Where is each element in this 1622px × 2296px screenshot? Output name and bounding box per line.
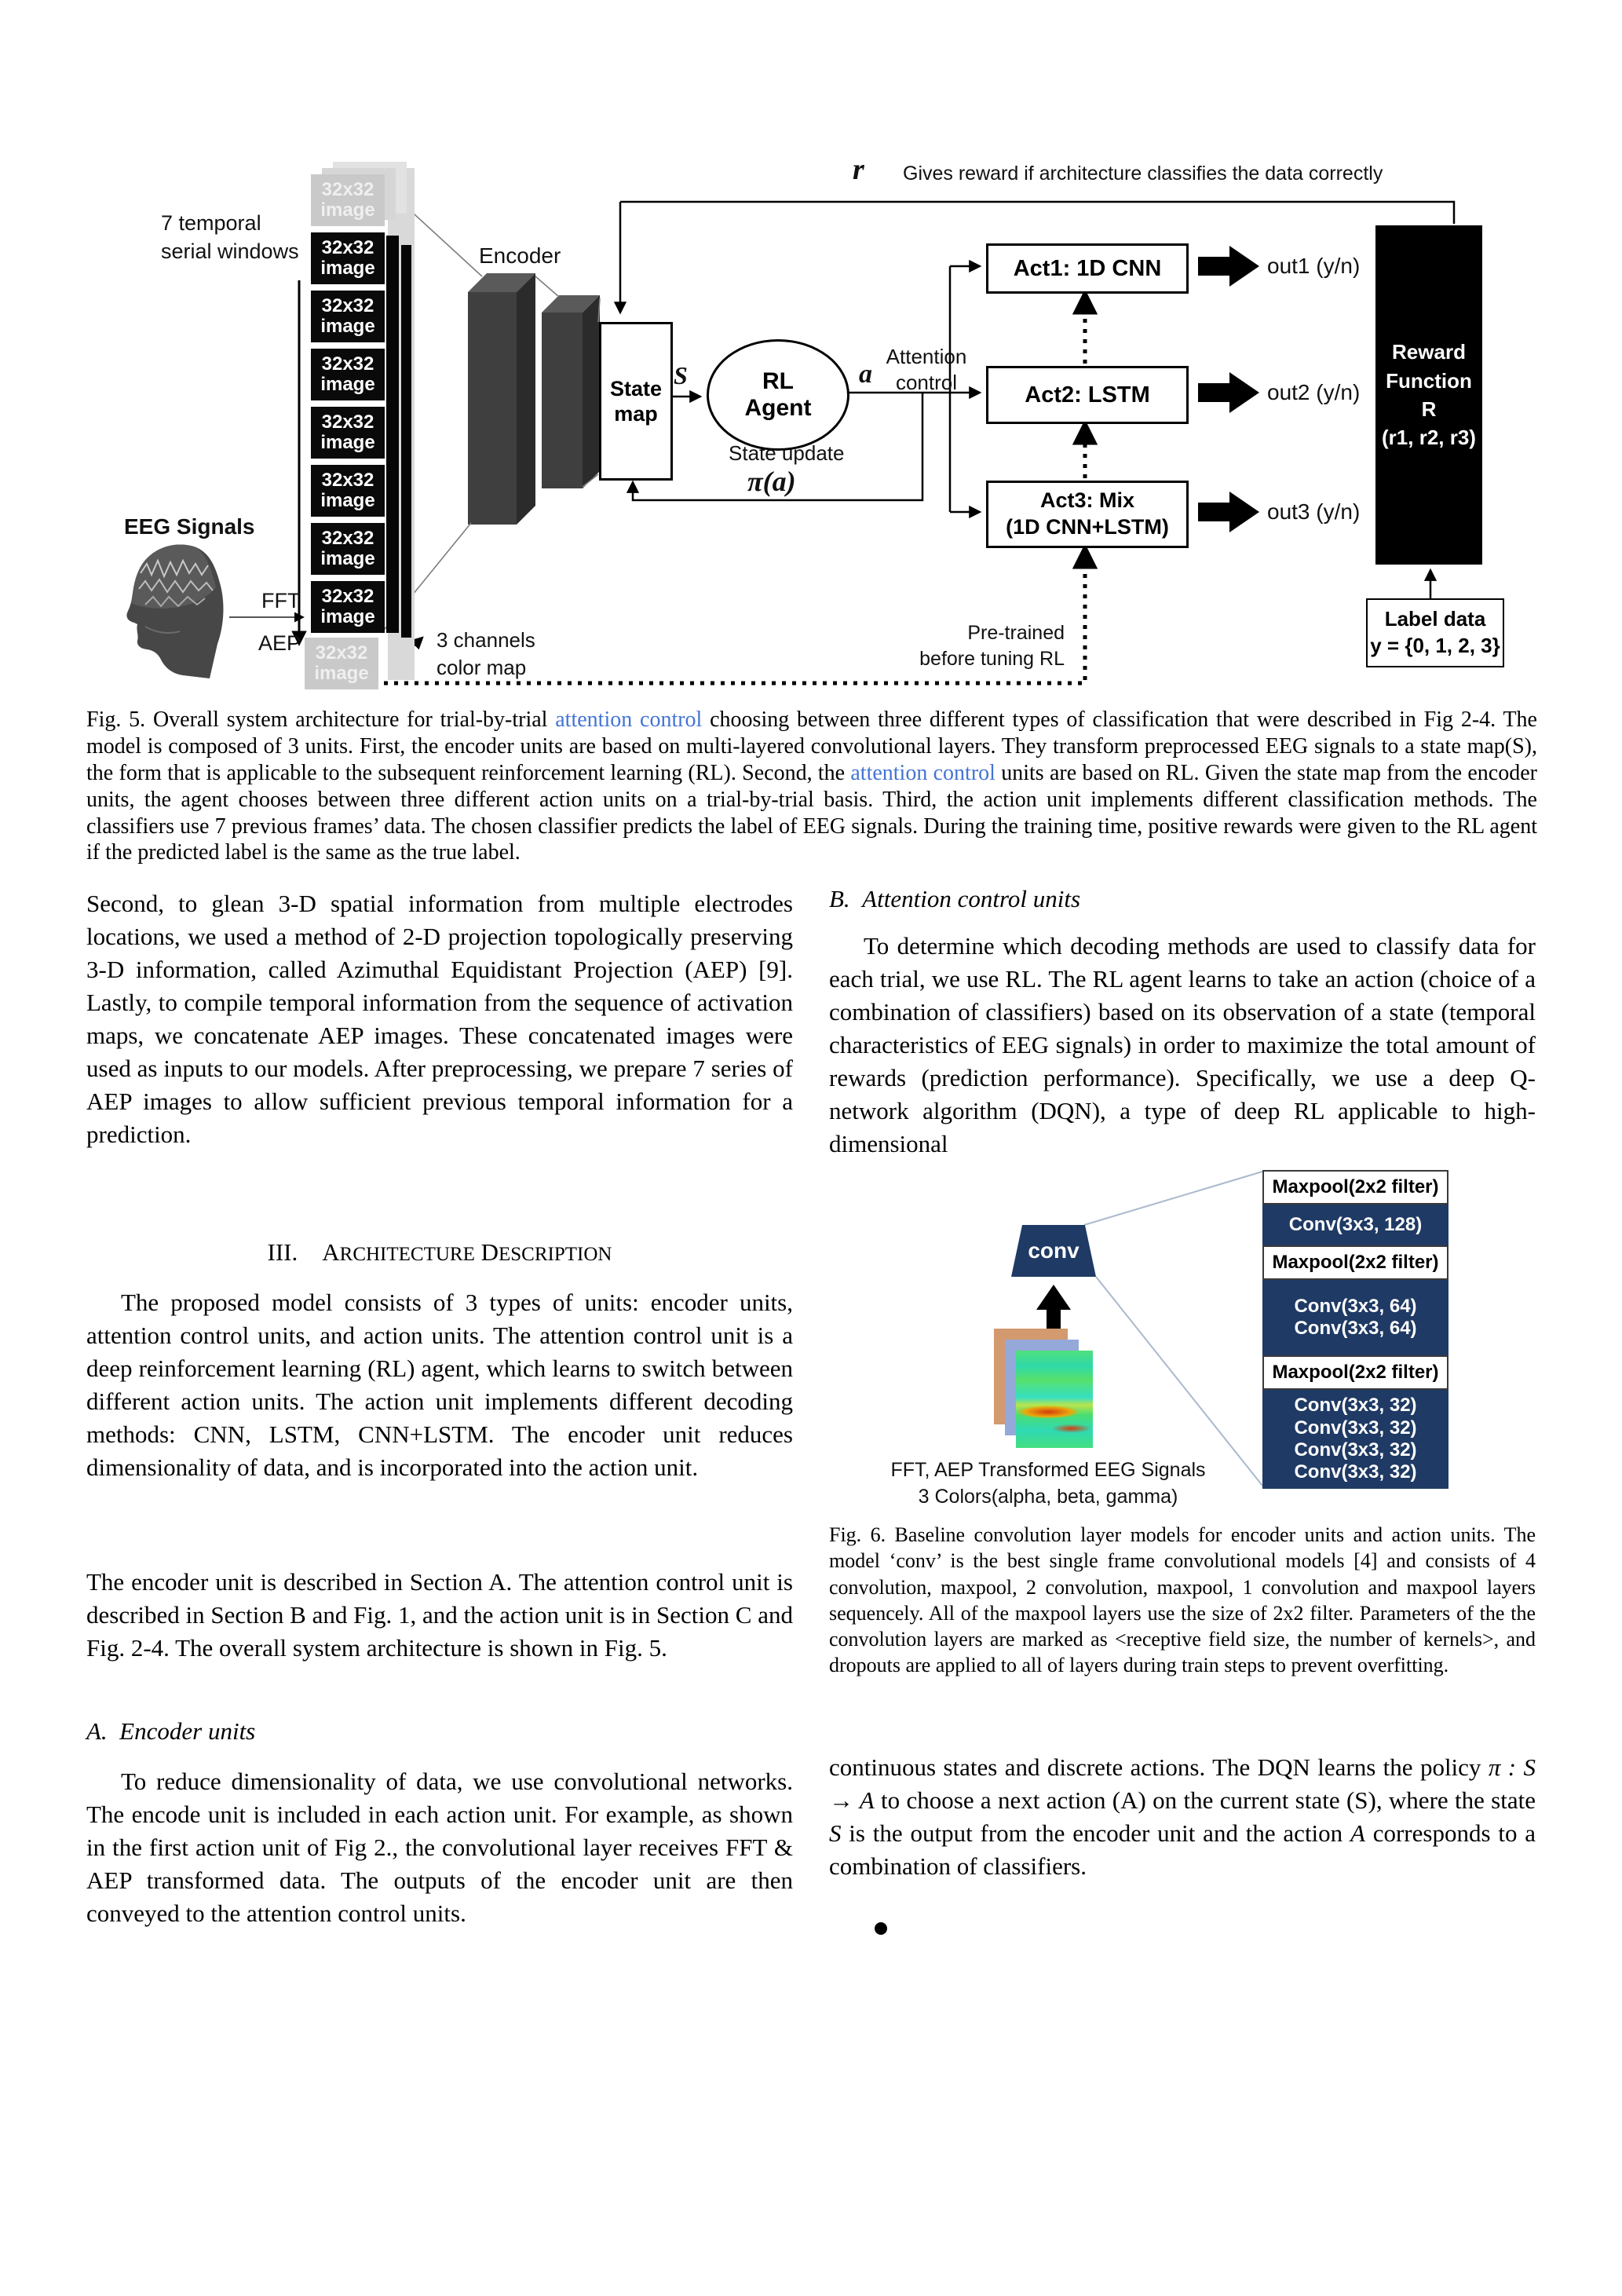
image-box: 32x32 image [311,232,385,284]
text-segment: to choose a next action (A) on the curre… [874,1786,1536,1814]
inline-link[interactable]: attention control [850,760,995,785]
image-box: 32x32 image [311,291,385,342]
eeg-signals-label: EEG Signals [124,514,255,539]
aep-label: AEP [258,631,301,655]
subsection-b-heading: B. Attention control units [829,885,1081,912]
fig6-maxpool-row: Maxpool(2x2 filter) [1262,1245,1448,1280]
fig6-maxpool-row: Maxpool(2x2 filter) [1262,1355,1448,1390]
out2-label: out2 (y/n) [1267,380,1361,404]
eeg-head-image [126,544,224,678]
paragraph-section-refs: The encoder unit is described in Section… [86,1568,793,1662]
image-box: 32x32 image [311,523,385,575]
a-symbol: a [859,360,872,389]
reward-r-symbol: r [853,153,864,186]
text-segment: A [1350,1819,1365,1847]
fig6-conv-row: Conv(3x3, 128) [1262,1205,1448,1245]
text-segment: choosing between three different types o… [86,707,1537,785]
text-segment: corresponds to a combination of classifi… [829,1819,1536,1880]
block-arrow-icon [1198,372,1259,413]
reward-note: Gives reward if architecture classifies … [903,163,1383,185]
paragraph-encoder-units: To reduce dimensionality of data, we use… [86,1768,793,1927]
bullet-point [875,1922,887,1935]
paragraph-attention-control: To determine which decoding methods are … [829,932,1536,1157]
subsection-a-heading: A. Encoder units [86,1717,256,1745]
block-arrow-icon [1198,492,1259,532]
conv-trapezoid: conv [1011,1225,1096,1277]
channels-note: 3 channels color map [437,628,535,680]
text-segment: D [474,1238,499,1266]
attention-control-label: Attention control [886,345,967,394]
fig6-conv-row: Conv(3x3, 64) Conv(3x3, 64) [1262,1280,1448,1355]
fft-label: FFT [261,589,301,612]
text-segment: is the output from the encoder unit and … [841,1819,1350,1847]
label-data-box: Label data y = {0, 1, 2, 3} [1366,598,1504,667]
state-map-box: State map [599,322,673,481]
text-segment: units are based on RL. Given the state m… [86,760,1537,865]
channel-strip [401,245,411,638]
figure-5-caption: Fig. 5. Overall system architecture for … [86,707,1537,866]
eeg-layer-heatmap [1016,1351,1093,1448]
pi-a-label: π(a) [747,466,796,497]
image-box: 32x32 image [311,581,385,633]
encoder-label: Encoder [479,243,561,268]
eeg-layer-mid [1005,1340,1079,1435]
pretrained-note: Pre-trained before tuning RL [919,622,1065,670]
fig6-conv-row: Conv(3x3, 32) Conv(3x3, 32) Conv(3x3, 32… [1262,1390,1448,1489]
act1-box: Act1: 1D CNN [986,243,1189,294]
paragraph-preprocessing: Second, to glean 3-D spatial information… [86,890,793,1148]
text-segment: ESCRIPTION [499,1244,612,1265]
rl-agent-ellipse: RL Agent [707,339,849,451]
text-segment: continuous states and discrete actions. … [829,1753,1489,1781]
figure-5-connectors [229,188,1456,686]
temporal-windows-label: 7 temporal serial windows [161,211,299,264]
fig6-maxpool-row: Maxpool(2x2 filter) [1262,1170,1448,1205]
image-box: 32x32 image [311,407,385,459]
image-box: 32x32 image [311,349,385,400]
fig6-input-label: FFT, AEP Transformed EEG Signals 3 Color… [890,1459,1206,1508]
block-arrow-icon [1198,246,1259,287]
image-box: 32x32 image [311,465,385,517]
text-segment: Fig. 5. Overall system architecture for … [86,707,556,732]
section-heading-architecture: III. ARCHITECTURE DESCRIPTION [86,1238,793,1267]
text-segment: III. A [267,1238,340,1266]
ghost-image-box: 32x32 image [305,638,378,689]
out1-label: out1 (y/n) [1267,254,1361,278]
figure-6-caption: Fig. 6. Baseline convolution layer model… [829,1523,1536,1677]
reward-function-box: Reward Function R (r1, r2, r3) [1375,225,1482,565]
paragraph-model-units: The proposed model consists of 3 types o… [86,1289,793,1481]
s-symbol: S [674,361,688,389]
text-segment: π : S → A [829,1753,1536,1814]
text-segment: S [829,1819,842,1847]
figure-5-diagram: r Gives reward if architecture classifie… [0,0,1622,707]
eeg-layer-back [994,1329,1068,1424]
act2-box: Act2: LSTM [986,366,1189,424]
channel-strip [386,236,399,633]
text-segment: RCHITECTURE [339,1244,475,1265]
paragraph-dqn-policy: continuous states and discrete actions. … [829,1751,1536,1883]
inline-link[interactable]: attention control [555,707,703,732]
up-arrow-icon [1036,1285,1071,1335]
ghost-image-box: 32x32 image [311,174,385,226]
act3-box: Act3: Mix (1D CNN+LSTM) [986,481,1189,548]
out3-label: out3 (y/n) [1267,499,1361,524]
